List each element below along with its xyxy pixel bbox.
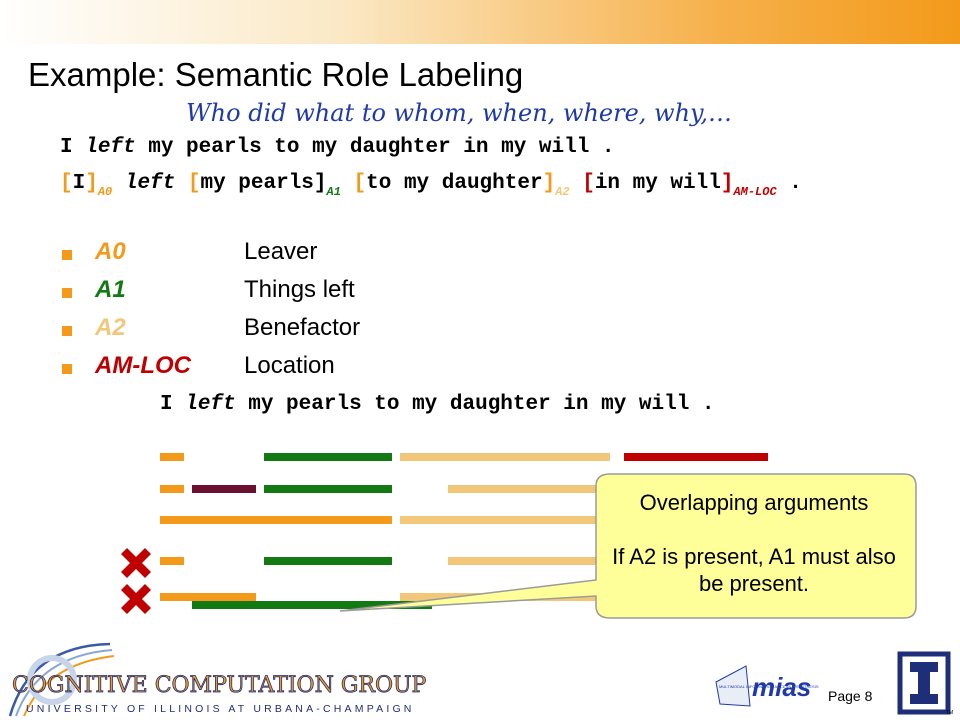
cross-icon: [121, 584, 151, 614]
bullet-icon: [62, 364, 72, 374]
role-desc: Things left: [244, 276, 355, 303]
mias-text: mias: [752, 672, 811, 702]
span-bar-a1: [264, 485, 392, 493]
role-label: A1: [95, 276, 126, 303]
annotated-sentence: [I]A0 left [my pearls]A1 [to my daughter…: [60, 172, 802, 199]
span-bar-a1: [264, 557, 392, 565]
span-bar-a0: [160, 516, 392, 524]
bullet-icon: [62, 288, 72, 298]
role-desc: Location: [244, 352, 335, 379]
bullet-icon: [62, 250, 72, 260]
span-bar-a2: [400, 516, 598, 524]
role-label: AM-LOC: [95, 352, 191, 379]
role-desc: Benefactor: [244, 314, 361, 341]
logo-name: COGNITIVE COMPUTATION GROUP: [12, 673, 427, 698]
span-bar-a1: [192, 601, 432, 609]
mias-logo: MULTIMODAL INFORMATION ACCESS & SYNTHESI…: [715, 665, 819, 707]
span-bar-a2: [448, 485, 598, 493]
svg-text:TM: TM: [946, 710, 953, 716]
logo-university: UNIVERSITY OF ILLINOIS AT URBANA-CHAMPAI…: [26, 703, 415, 715]
mias-sub: MULTIMODAL INFORMATION ACCESS & SYNTHESI…: [719, 684, 819, 689]
page-number: Page 8: [828, 688, 873, 704]
page-subtitle: Who did what to whom, when, where, why,…: [186, 99, 733, 127]
span-bar-a0: [160, 485, 184, 493]
role-desc: Leaver: [244, 238, 318, 265]
header-gradient-bar: [0, 0, 960, 44]
cross-icon: [121, 548, 151, 578]
span-bar-a2: [400, 453, 610, 461]
span-bar-a0: [160, 453, 184, 461]
span-bar-a0: [160, 557, 184, 565]
role-label: A0: [95, 238, 126, 265]
span-bar-verb: [192, 485, 256, 493]
span-bar-a2: [448, 557, 598, 565]
illinois-block-i-logo: TM: [897, 651, 953, 716]
callout-title: Overlapping arguments: [639, 490, 869, 515]
bullet-icon: [62, 326, 72, 336]
sentence-repeat: I left my pearls to my daughter in my wi…: [160, 393, 715, 416]
span-bar-a0: [160, 593, 256, 601]
callout-note: If A2 is present, A1 must also be presen…: [612, 544, 896, 596]
page-title: Example: Semantic Role Labeling: [28, 56, 524, 93]
span-bar-a1: [264, 453, 392, 461]
span-bar-loc: [624, 453, 768, 461]
cognitive-computation-group-logo: COGNITIVE COMPUTATION GROUP UNIVERSITY O…: [8, 642, 427, 717]
example-sentence: I left my pearls to my daughter in my wi…: [60, 136, 615, 159]
callout-text: Overlapping arguments If A2 is present, …: [598, 489, 910, 597]
role-label: A2: [95, 314, 126, 341]
